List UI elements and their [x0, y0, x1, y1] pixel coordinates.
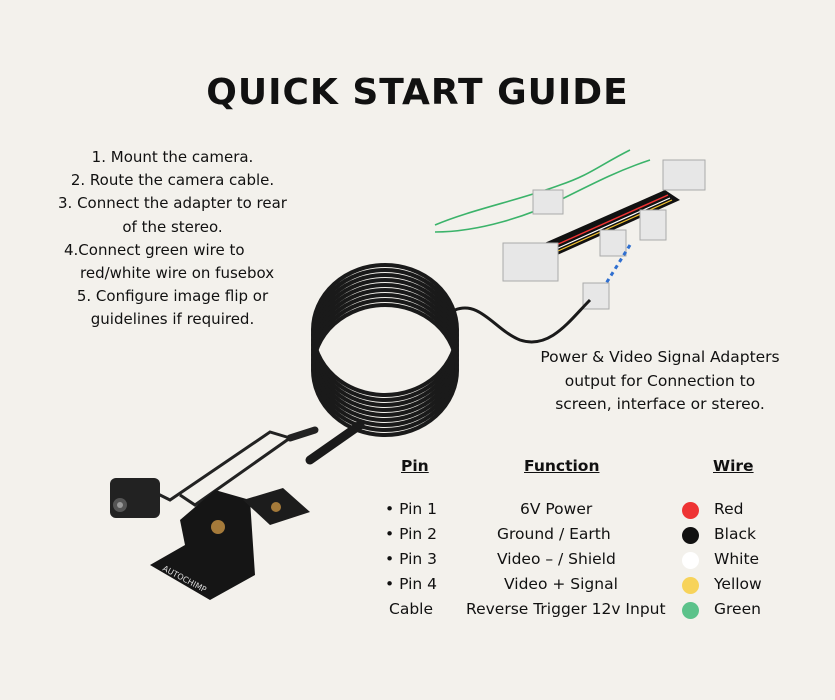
- step-5-cont: guidelines if required.: [90, 310, 255, 329]
- mount-block: [243, 488, 310, 525]
- coiled-cable: [305, 263, 592, 465]
- wire-color-dot: [682, 527, 699, 544]
- step-4: 4.Connect green wire to: [64, 240, 245, 259]
- header-wire: Wire: [713, 457, 754, 475]
- row-wire: Red: [714, 500, 744, 518]
- caption-line-2: output for Connection to: [564, 371, 756, 390]
- caption-line-3: screen, interface or stereo.: [555, 395, 765, 413]
- row-pin: • Pin 2: [385, 525, 437, 543]
- row-wire: Black: [714, 525, 756, 543]
- step-2: 2. Route the camera cable.: [70, 171, 275, 190]
- row-pin: Cable: [389, 600, 434, 618]
- wire-color-dot: [682, 602, 699, 619]
- camera: [110, 478, 160, 518]
- wire-color-dot: [682, 577, 699, 594]
- step-3: 3. Connect the adapter to rear: [58, 194, 287, 213]
- camera-wire: [149, 426, 319, 507]
- row-function: Reverse Trigger 12v Input: [466, 600, 666, 618]
- row-function: 6V Power: [520, 500, 593, 518]
- row-function: Video + Signal: [504, 575, 618, 593]
- row-function: Video – / Shield: [497, 550, 616, 568]
- row-pin: • Pin 3: [385, 550, 437, 568]
- wire-color-dot: [682, 502, 699, 519]
- step-1: 1. Mount the camera.: [91, 148, 254, 166]
- mounting-bracket: AUTOCHIMP: [150, 490, 255, 600]
- header-function: Function: [524, 457, 600, 475]
- row-function: Ground / Earth: [497, 525, 611, 543]
- instruction-steps: 1. Mount the camera. 2. Route the camera…: [40, 146, 305, 332]
- wire-color-dot: [682, 552, 699, 569]
- row-pin: • Pin 1: [385, 500, 437, 518]
- row-wire: White: [714, 550, 760, 568]
- page-title: QUICK START GUIDE: [206, 72, 629, 113]
- header-pin: Pin: [401, 457, 429, 475]
- step-5: 5. Configure image flip or: [76, 287, 269, 306]
- adapter-harness: [502, 159, 706, 310]
- row-wire: Yellow: [714, 575, 762, 593]
- step-3-cont: of the stereo.: [122, 217, 223, 236]
- row-wire: Green: [714, 600, 761, 618]
- caption-line-1: Power & Video Signal Adapters: [540, 348, 780, 366]
- adapter-caption: Power & Video Signal Adapters output for…: [520, 346, 800, 417]
- step-4-cont: red/white wire on fusebox: [80, 264, 275, 283]
- row-pin: • Pin 4: [385, 575, 437, 593]
